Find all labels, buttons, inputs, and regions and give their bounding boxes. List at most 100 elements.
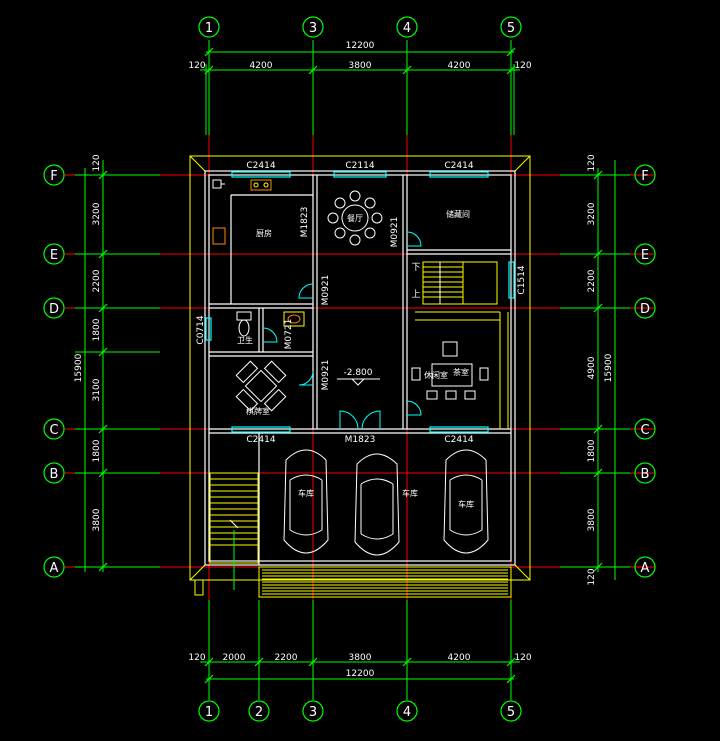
dim-left-span-6: 3800 bbox=[92, 508, 102, 531]
axis-label-left-d: D bbox=[49, 302, 59, 317]
door-kitchen bbox=[298, 283, 314, 299]
room-bath: 卫生 bbox=[237, 335, 253, 345]
axis-label-left-f: F bbox=[50, 169, 57, 184]
dim-bottom-span-4: 4200 bbox=[448, 653, 471, 663]
tag-stair-down: 下 bbox=[411, 263, 420, 273]
door-m1823-right bbox=[361, 410, 381, 430]
building-outline bbox=[189, 155, 531, 596]
tag-m0721: M0721 bbox=[284, 319, 294, 350]
bathroom-fixtures bbox=[236, 311, 305, 337]
room-tea: 茶室 bbox=[453, 367, 469, 377]
door-bath bbox=[262, 327, 278, 343]
window-c2414-top-left bbox=[231, 171, 291, 178]
room-chess: 棋牌室 bbox=[246, 406, 270, 416]
dim-left-span-3: 1800 bbox=[92, 318, 102, 341]
tag-m0921-a: M0921 bbox=[390, 217, 400, 248]
room-garage-mid: 车库 bbox=[402, 488, 418, 498]
tag-m0921-b: M0921 bbox=[321, 275, 331, 306]
axis-label-right-a: A bbox=[641, 561, 650, 576]
axis-grid bbox=[65, 40, 655, 600]
dim-right-span-2: 2200 bbox=[587, 269, 597, 292]
tea-table bbox=[411, 341, 489, 400]
door-dining bbox=[406, 231, 422, 247]
car-middle bbox=[354, 453, 400, 556]
room-garage-left: 车库 bbox=[298, 488, 314, 498]
tag-m1823-mid: M1823 bbox=[345, 435, 376, 445]
dining-table bbox=[327, 190, 383, 246]
dim-top-edge-right: 120 bbox=[514, 61, 531, 71]
dim-left-span-4: 3100 bbox=[92, 378, 102, 401]
axis-label-left-e: E bbox=[50, 248, 58, 263]
dim-top-span-1: 4200 bbox=[250, 61, 273, 71]
door-storage bbox=[406, 400, 422, 416]
tag-m1823-top: M1823 bbox=[300, 207, 310, 238]
axis-label-bottom-4: 4 bbox=[403, 705, 411, 720]
room-leisure: 休闲室 bbox=[424, 370, 448, 380]
axis-label-right-e: E bbox=[641, 248, 649, 263]
tag-c2114-top: C2114 bbox=[345, 161, 374, 171]
window-c2414-mid-right bbox=[429, 426, 489, 433]
dim-right-span-1: 3200 bbox=[587, 202, 597, 225]
dim-bottom-edge-right: 120 bbox=[514, 653, 531, 663]
window-c2114-top bbox=[333, 171, 387, 178]
dim-right-edge-top: 120 bbox=[587, 154, 597, 171]
dim-left-span-5: 1800 bbox=[92, 439, 102, 462]
level-marker bbox=[337, 378, 380, 386]
stairs-garage bbox=[209, 472, 259, 590]
axis-label-right-b: B bbox=[641, 467, 650, 482]
dim-top-edge-left: 120 bbox=[188, 61, 205, 71]
dimension-texts: 12200 120 4200 3800 4200 120 120 2000 22… bbox=[188, 41, 531, 679]
dim-top-span-3: 4200 bbox=[448, 61, 471, 71]
room-storage: 储藏间 bbox=[446, 209, 470, 219]
dimension-ticks bbox=[98, 47, 603, 684]
dim-bottom-span-1: 2000 bbox=[223, 653, 246, 663]
room-garage-right: 车库 bbox=[458, 499, 474, 509]
tag-c2414-mid-left: C2414 bbox=[246, 435, 275, 445]
window-c2414-top-right bbox=[429, 171, 489, 178]
door-chess bbox=[298, 370, 314, 386]
dimension-texts-right: 15900 120 3200 2200 4900 1800 3800 120 bbox=[587, 154, 614, 585]
dim-bottom-total: 12200 bbox=[346, 669, 375, 679]
dim-top-span-2: 3800 bbox=[349, 61, 372, 71]
axis-label-bottom-2: 2 bbox=[255, 705, 263, 720]
dim-right-total: 15900 bbox=[604, 353, 614, 382]
dimension-lines bbox=[75, 40, 630, 700]
axis-label-right-c: C bbox=[640, 423, 649, 438]
room-kitchen: 厨房 bbox=[256, 228, 272, 238]
element-tags: C2414 C2114 C2414 C2414 M1823 C2414 -2.8… bbox=[196, 161, 527, 445]
axis-label-bottom-5: 5 bbox=[507, 705, 515, 720]
dimension-texts-left: 15900 120 3200 2200 1800 3100 1800 3800 bbox=[74, 154, 102, 531]
walls bbox=[204, 170, 516, 566]
tag-stair-up: 上 bbox=[411, 289, 420, 300]
axis-label-left-c: C bbox=[49, 423, 58, 438]
dim-right-edge-bottom: 120 bbox=[587, 568, 597, 585]
dim-right-span-3: 4900 bbox=[587, 356, 597, 379]
dim-left-total: 15900 bbox=[74, 353, 84, 382]
stairs-upper bbox=[415, 261, 509, 429]
axis-label-top-5: 5 bbox=[507, 21, 515, 36]
tag-c2414-top-left: C2414 bbox=[246, 161, 275, 171]
axis-label-top-4: 4 bbox=[403, 21, 411, 36]
doors bbox=[262, 231, 422, 430]
tag-c0714: C0714 bbox=[196, 315, 206, 344]
dim-left-span-2: 2200 bbox=[92, 269, 102, 292]
axis-label-right-d: D bbox=[640, 302, 650, 317]
dim-top-total: 12200 bbox=[346, 41, 375, 51]
tag-c2414-top-right: C2414 bbox=[444, 161, 473, 171]
car-left bbox=[283, 449, 329, 554]
kitchen-fixtures bbox=[212, 179, 272, 245]
axis-label-bottom-3: 3 bbox=[309, 705, 317, 720]
room-labels: 厨房 餐厅 储藏间 卫生 棋牌室 休闲室 茶室 车库 车库 车库 bbox=[237, 209, 474, 509]
window-c2414-mid-left bbox=[231, 426, 291, 433]
dim-bottom-span-3: 3800 bbox=[349, 653, 372, 663]
windows bbox=[205, 171, 515, 433]
room-dining: 餐厅 bbox=[347, 214, 363, 223]
axis-label-top-3: 3 bbox=[309, 21, 317, 36]
dim-bottom-edge-left: 120 bbox=[188, 653, 205, 663]
dim-bottom-span-2: 2200 bbox=[275, 653, 298, 663]
dim-left-span-1: 3200 bbox=[92, 202, 102, 225]
tag-c2414-mid-right: C2414 bbox=[444, 435, 473, 445]
window-c0714 bbox=[205, 317, 212, 341]
axis-label-bottom-1: 1 bbox=[205, 705, 213, 720]
